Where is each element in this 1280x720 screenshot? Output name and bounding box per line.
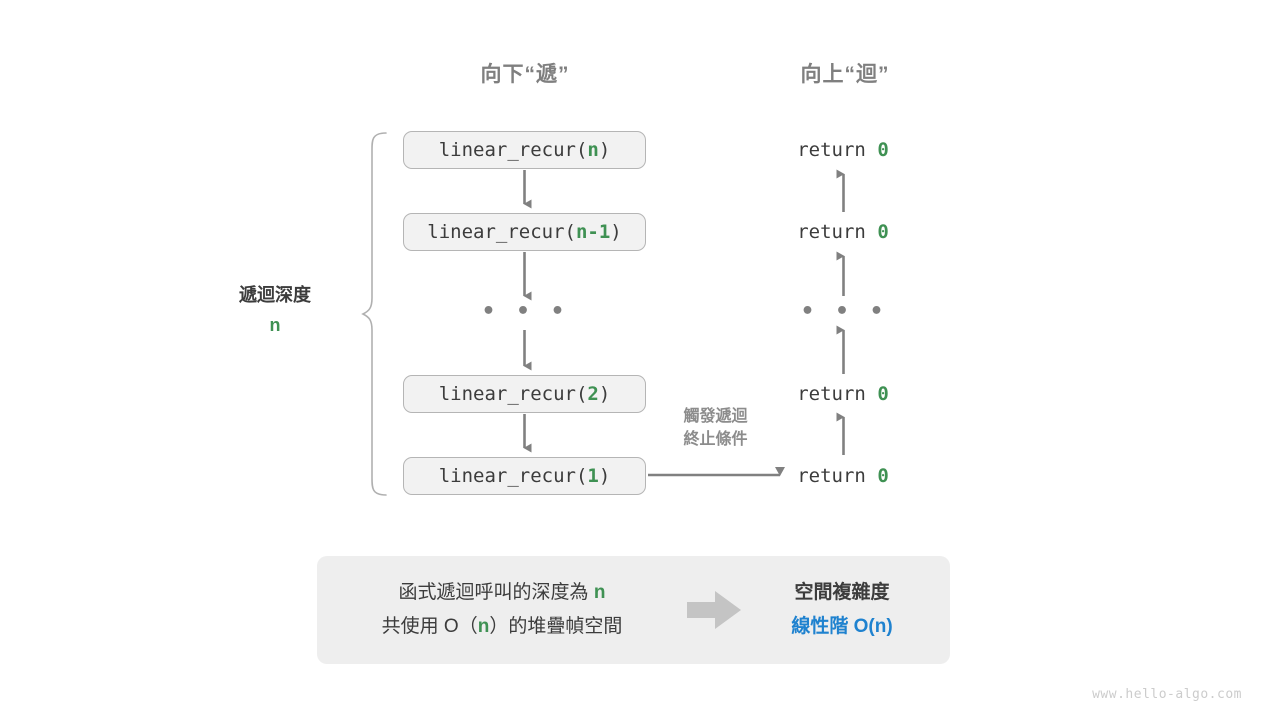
- call-text-prefix: linear_recur(: [438, 383, 588, 405]
- return-row-4: return 0: [733, 465, 953, 487]
- summary-right-line-2: 線性階 O(n): [742, 610, 942, 644]
- summary-left-line-1: 函式遞迴呼叫的深度為 n: [317, 576, 687, 610]
- call-text-suffix: ): [598, 383, 611, 405]
- summary-left-text: 函式遞迴呼叫的深度為 n 共使用 O（n）的堆疊幀空間: [317, 576, 687, 644]
- summary-left-line-2-text-b: ）的堆疊幀空間: [489, 616, 623, 637]
- return-row-2: return 0: [733, 221, 953, 243]
- summary-right-text: 空間複雜度 線性階 O(n): [742, 576, 942, 644]
- summary-left-line-2: 共使用 O（n）的堆疊幀空間: [317, 610, 687, 644]
- summary-left-line-1-n: n: [593, 582, 606, 603]
- ellipsis-descend: • • •: [481, 299, 569, 324]
- call-text-arg: 1: [587, 465, 599, 487]
- return-row-3: return 0: [733, 383, 953, 405]
- recursion-depth-label: 遞迴深度 n: [180, 280, 370, 340]
- call-box-n-minus-1[interactable]: linear_recur(n-1): [403, 213, 646, 251]
- call-box-2[interactable]: linear_recur(2): [403, 375, 646, 413]
- call-text-prefix: linear_recur(: [427, 221, 576, 243]
- return-value: 0: [877, 383, 889, 405]
- return-value: 0: [877, 139, 889, 161]
- return-keyword: return: [797, 139, 866, 161]
- summary-left-line-2-n: n: [477, 616, 490, 637]
- call-text-suffix: ): [610, 221, 622, 243]
- call-text-prefix: linear_recur(: [438, 139, 588, 161]
- return-keyword: return: [797, 383, 866, 405]
- summary-left-line-2-text-a: 共使用 O（: [381, 616, 478, 637]
- call-text-suffix: ): [598, 465, 611, 487]
- return-keyword: return: [797, 465, 866, 487]
- implies-arrow-icon: [687, 591, 741, 629]
- return-value: 0: [877, 465, 889, 487]
- complexity-summary-panel: 函式遞迴呼叫的深度為 n 共使用 O（n）的堆疊幀空間 空間複雜度 線性階 O(…: [317, 556, 950, 664]
- call-text-suffix: ): [598, 139, 611, 161]
- return-keyword: return: [797, 221, 866, 243]
- recursion-depth-value: n: [269, 315, 281, 335]
- summary-left-line-1-text: 函式遞迴呼叫的深度為: [398, 582, 594, 603]
- base-case-line-1: 觸發遞迴: [683, 408, 748, 425]
- complexity-order-label: 線性階: [791, 616, 854, 637]
- return-row-1: return 0: [733, 139, 953, 161]
- summary-right-line-1: 空間複雜度: [794, 582, 890, 603]
- recursion-depth-title: 遞迴深度: [239, 285, 311, 305]
- call-box-n[interactable]: linear_recur(n): [403, 131, 646, 169]
- complexity-order-notation: O(n): [853, 616, 893, 637]
- base-case-annotation: 觸發遞迴 終止條件: [648, 405, 783, 451]
- base-case-line-2: 終止條件: [683, 431, 748, 448]
- call-box-1[interactable]: linear_recur(1): [403, 457, 646, 495]
- ellipsis-ascend: • • •: [800, 299, 888, 324]
- return-value: 0: [877, 221, 889, 243]
- call-text-prefix: linear_recur(: [438, 465, 588, 487]
- call-text-arg: 2: [587, 383, 599, 405]
- column-title-ascend: 向上“迴”: [800, 63, 890, 86]
- column-title-descend: 向下“遞”: [480, 63, 570, 86]
- call-text-arg: n-1: [575, 221, 611, 243]
- site-watermark: www.hello-algo.com: [1092, 687, 1242, 702]
- call-text-arg: n: [587, 139, 599, 161]
